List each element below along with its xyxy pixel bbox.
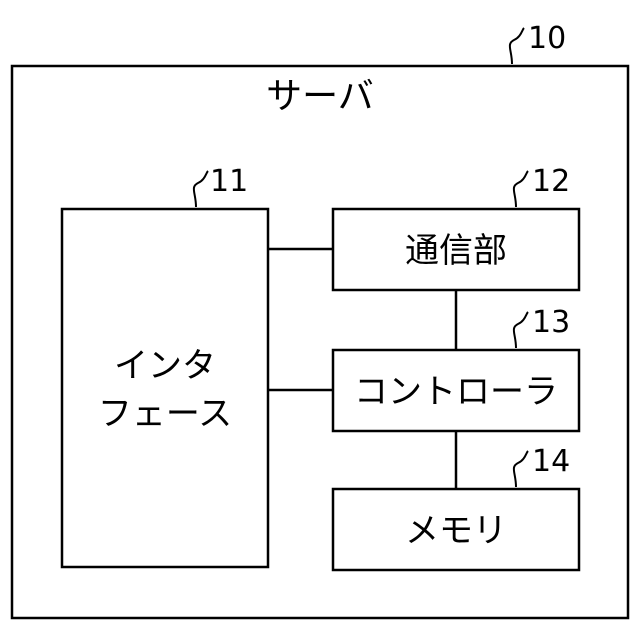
controller-ref-number: 13 [532, 305, 570, 340]
server-ref-leader [510, 28, 524, 64]
server-ref-number: 10 [528, 21, 566, 56]
interface-box [62, 209, 268, 567]
communication-unit-label: 通信部 [405, 231, 507, 271]
controller-label: コントローラ [354, 372, 558, 412]
memory-ref-number: 14 [532, 444, 570, 479]
server-label: サーバ [266, 76, 374, 117]
memory-label: メモリ [405, 511, 507, 551]
communication-ref-number: 12 [532, 164, 570, 199]
interface-label-line1: インタ [114, 346, 216, 386]
interface-ref-number: 11 [210, 164, 248, 199]
interface-label-line2: フェース [98, 394, 232, 434]
